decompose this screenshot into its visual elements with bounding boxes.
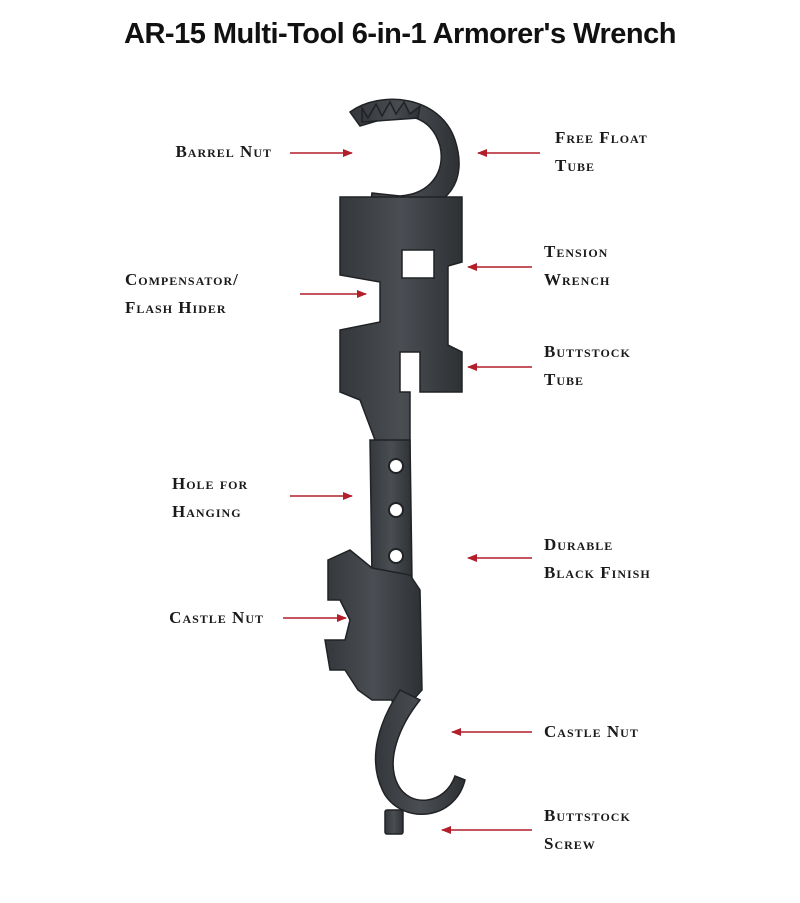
label-durable-finish: Durable Black Finish: [544, 531, 651, 587]
screw-nub: [384, 809, 404, 835]
label-castle-nut-left: Castle Nut: [169, 604, 264, 632]
label-line: Buttstock: [544, 806, 631, 825]
label-line: Tube: [555, 156, 596, 175]
castle-nut-plate: [324, 549, 423, 722]
label-buttstock-screw: Buttstock Screw: [544, 802, 631, 858]
label-line: Tension: [544, 242, 609, 261]
label-line: Castle Nut: [169, 608, 264, 627]
label-line: Barrel Nut: [175, 142, 272, 161]
page-title: AR-15 Multi-Tool 6-in-1 Armorer's Wrench: [124, 18, 676, 50]
label-line: Hanging: [172, 502, 242, 521]
label-line: Durable: [544, 535, 614, 554]
label-castle-nut-right: Castle Nut: [544, 718, 639, 746]
label-tension-wrench: Tension Wrench: [544, 238, 610, 294]
label-hole-for-hanging: Hole for Hanging: [172, 470, 248, 526]
square-hole: [401, 249, 435, 279]
label-line: Buttstock: [544, 342, 631, 361]
label-line: Compensator/: [125, 270, 239, 289]
label-line: Wrench: [544, 270, 611, 289]
hanging-hole-1: [388, 458, 404, 474]
label-line: Flash Hider: [125, 298, 227, 317]
barrel-nut-teeth: [361, 100, 422, 123]
label-line: Tube: [544, 370, 585, 389]
label-compensator: Compensator/ Flash Hider: [125, 266, 239, 322]
label-free-float-tube: Free Float Tube: [555, 124, 648, 180]
label-line: Castle Nut: [544, 722, 639, 741]
hanging-hole-2: [388, 502, 404, 518]
hanging-hole-3: [388, 548, 404, 564]
label-barrel-nut: Barrel Nut: [175, 138, 272, 166]
label-buttstock-tube: Buttstock Tube: [544, 338, 631, 394]
label-line: Free Float: [555, 128, 648, 147]
buttstock-hook: [374, 689, 466, 816]
label-line: Black Finish: [544, 563, 651, 582]
label-line: Hole for: [172, 474, 249, 493]
label-line: Screw: [544, 834, 596, 853]
